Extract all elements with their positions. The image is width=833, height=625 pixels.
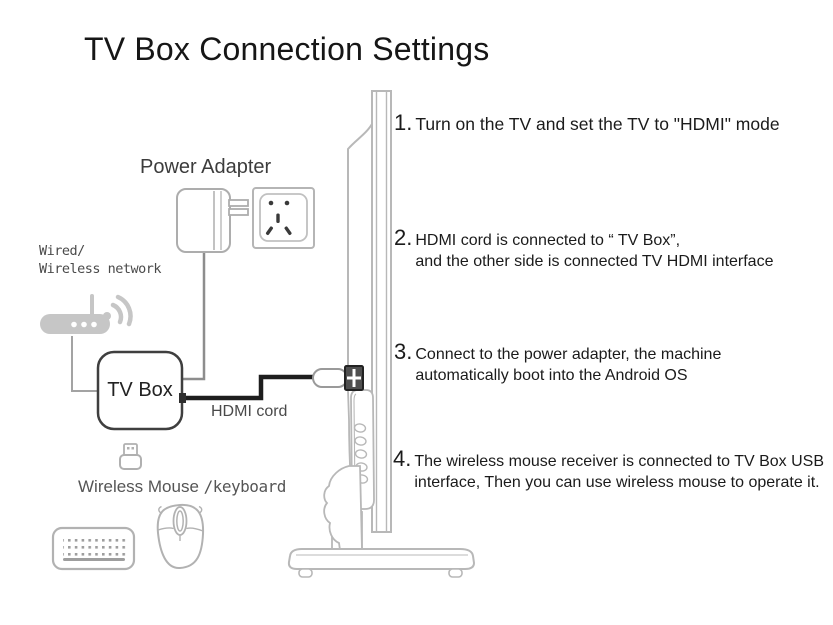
wall-socket-icon (252, 187, 315, 249)
network-label-line1: Wired/ (39, 243, 85, 259)
step-4-text: The wireless mouse receiver is connected… (414, 451, 824, 493)
keyboard-label-suffix: /keyboard (203, 477, 287, 496)
usb-receiver-icon (119, 443, 142, 470)
wifi-waves-icon (103, 294, 133, 327)
page-title: TV Box Connection Settings (84, 31, 490, 67)
step-3-number: 3. (394, 339, 413, 364)
tv-side-view-icon (287, 90, 476, 578)
keyboard-icon (51, 526, 136, 571)
step-2-number: 2. (394, 225, 413, 250)
wireless-mouse-label-text: Wireless Mouse (78, 477, 204, 496)
step-3: 3. Connect to the power adapter, the mac… (394, 339, 721, 386)
power-adapter-label: Power Adapter (140, 156, 272, 178)
mouse-icon (156, 503, 205, 570)
router-cable-line (71, 336, 99, 392)
step-4-line-2: interface, Then you can use wireless mou… (414, 474, 820, 491)
step-3-line-2: automatically boot into the Android OS (415, 367, 688, 384)
step-2-text: HDMI cord is connected to “ TV Box”, and… (415, 230, 773, 272)
power-adapter-icon (176, 188, 249, 253)
step-1-line-1: Turn on the TV and set the TV to "HDMI" … (415, 114, 780, 134)
tv-stand (287, 465, 476, 578)
step-2-line-2: and the other side is connected TV HDMI … (415, 253, 774, 270)
step-1: 1. Turn on the TV and set the TV to "HDM… (394, 110, 780, 136)
step-2-line-1: HDMI cord is connected to “ TV Box”, (415, 232, 681, 249)
wifi-router-icon (40, 294, 133, 334)
step-1-number: 1. (394, 110, 413, 135)
tv-back-housing (323, 465, 363, 551)
tv-panel (347, 90, 392, 533)
tv-box-hdmi-port (179, 393, 186, 403)
tv-box-label: TV Box (107, 379, 173, 401)
network-label-line2: Wireless network (39, 260, 162, 277)
power-cord-line (183, 251, 206, 381)
step-4-line-1: The wireless mouse receiver is connected… (414, 453, 825, 470)
step-2: 2. HDMI cord is connected to “ TV Box”, … (394, 225, 773, 272)
tv-base (287, 548, 476, 570)
network-label: Wired/ Wireless network (39, 243, 162, 278)
hdmi-cord-line (184, 374, 316, 401)
step-4: 4. The wireless mouse receiver is connec… (393, 446, 824, 493)
step-3-text: Connect to the power adapter, the machin… (415, 344, 721, 386)
hdmi-cord-label: HDMI cord (211, 403, 288, 420)
hdmi-plug-icon (312, 365, 364, 391)
step-4-number: 4. (393, 446, 412, 471)
tv-box-outline (96, 350, 186, 431)
step-3-line-1: Connect to the power adapter, the machin… (415, 346, 722, 363)
wireless-mouse-label: Wireless Mouse /keyboard (78, 477, 286, 497)
step-1-text: Turn on the TV and set the TV to "HDMI" … (415, 114, 779, 135)
